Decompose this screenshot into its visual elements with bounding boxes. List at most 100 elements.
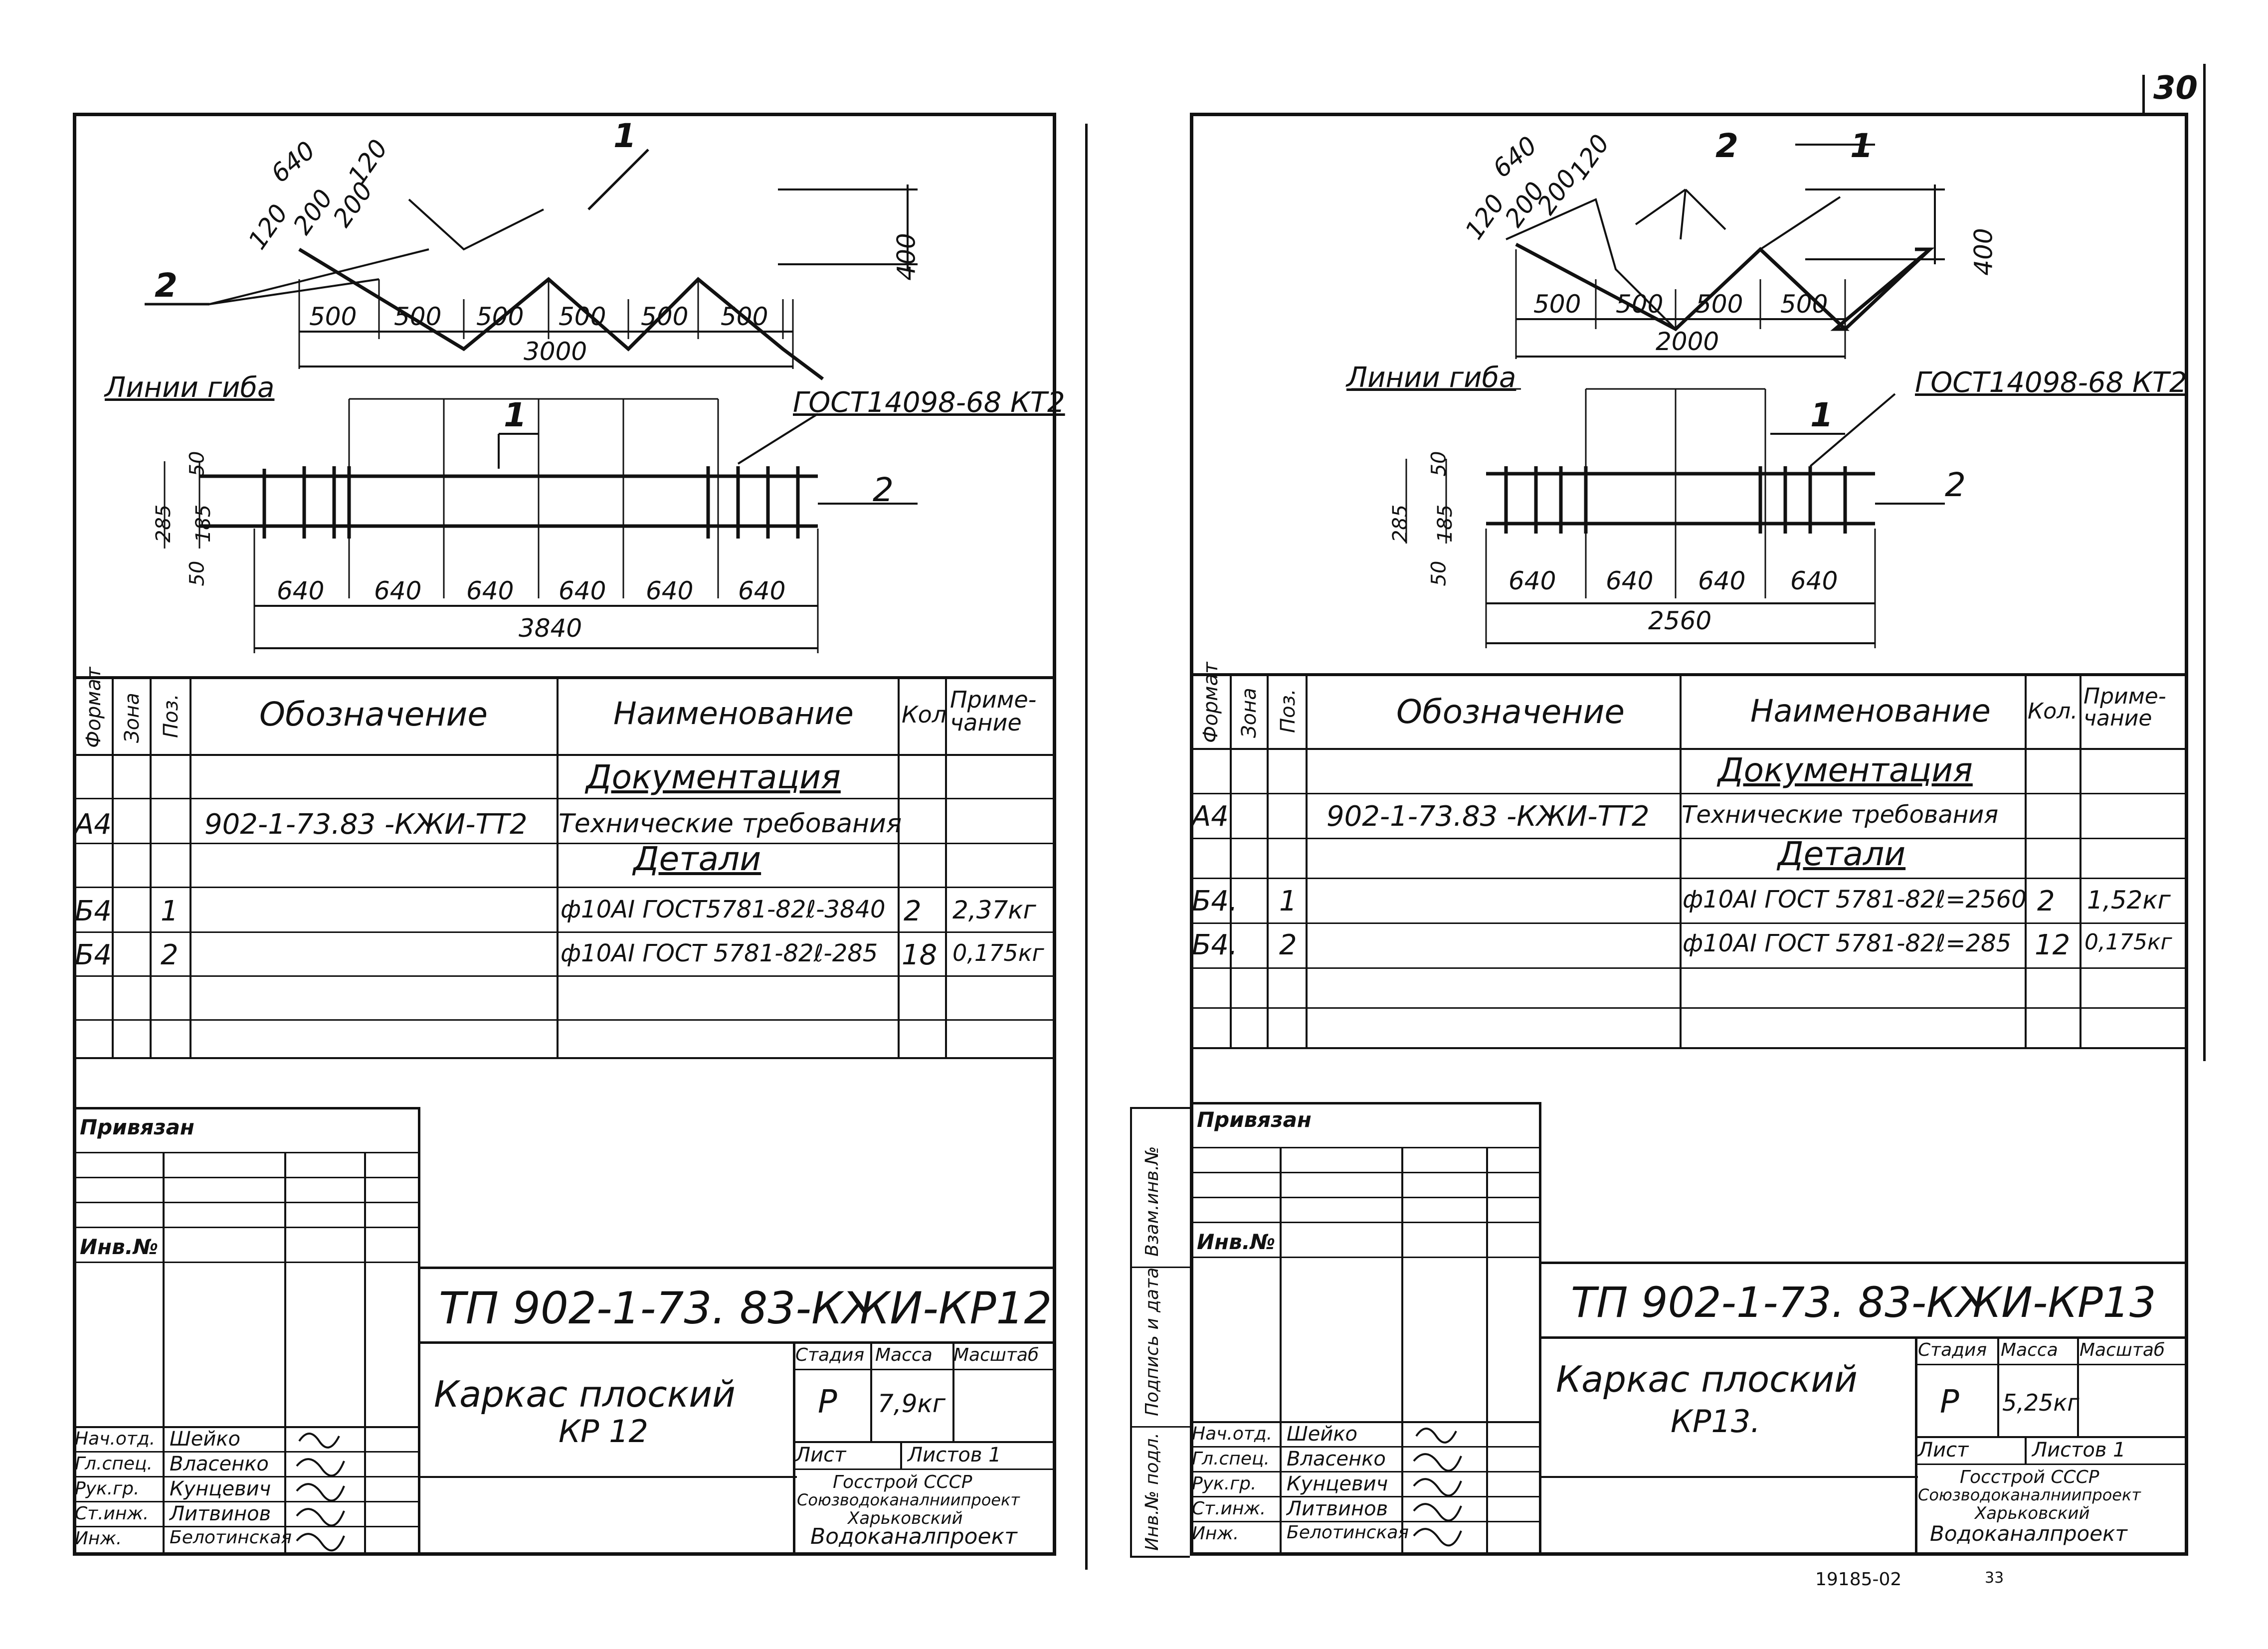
scale-header: Масштаб [953,1345,1039,1365]
role-label: Гл.спец. [75,1454,153,1474]
sheet-label: Лист [795,1444,846,1466]
position-2-label: 2 [1715,127,1738,165]
person-name: Белотинская [1287,1522,1409,1543]
org-line-2: Союзводоканалниипроект [1918,1485,2141,1504]
stage-header: Стадия [1918,1340,1987,1360]
plan-total: 3840 [519,614,582,643]
position-1-label: 1 [1850,127,1873,165]
person-name: Литвинов [170,1502,271,1525]
header-note: Приме-чание [950,686,1037,736]
spacing-label: 500 [1616,290,1664,319]
role-label: Инж. [75,1528,122,1549]
spacing-label: 500 [1696,290,1743,319]
row-designation: 902-1-73.83 -КЖИ-ТТ2 [204,808,528,841]
sheet-label: Лист [1918,1439,1969,1462]
row-format: A4 [75,808,112,841]
inv-no-label: Инв.№ [1197,1230,1276,1254]
plan-spacing: 640 [374,576,422,605]
header-note: Приме-чание [2083,684,2166,731]
bend-lines-label: Линии гиба [1346,362,1516,394]
org-line-1: Госстрой СССР [833,1472,972,1492]
row-note: 0,175кг [952,939,1044,966]
sheet-left-frame [73,113,1056,1556]
plan-spacing: 640 [738,576,786,605]
person-name: Власенко [1287,1448,1386,1470]
section-documentation: Документация [586,758,841,796]
row-name: Технические требования [559,809,902,839]
spacing-label: 500 [1780,290,1828,319]
org-line-3: Харьковский [1975,1503,2090,1523]
privyazan-label: Привязан [80,1115,194,1139]
plan-position-1: 1 [504,396,527,434]
zigzag-elevation-right [1351,144,1945,648]
plan-spacing: 640 [1606,566,1654,595]
row-note: 0,175кг [2084,929,2172,955]
header-qty: Кол. [2028,699,2078,724]
role-label: Гл.спец. [1192,1449,1270,1469]
document-code: ТП 902-1-73. 83-КЖИ-КР13 [1571,1278,2156,1327]
person-name: Литвинов [1287,1497,1388,1520]
spacing-label: 500 [476,302,524,331]
row-format: A4 [1192,800,1229,833]
row-format: Б4. [1192,929,1238,961]
position-2-label: 2 [155,266,178,305]
org-line-2: Союзводоканалниипроект [797,1490,1020,1509]
plan-spacing: 640 [466,576,514,605]
row-qty: 2 [2037,885,2055,917]
spacing-label: 500 [394,302,442,331]
stage-value: Р [818,1384,837,1421]
role-label: Нач.отд. [1192,1424,1273,1444]
section-parts: Детали [1778,835,1906,873]
header-designation: Обозначение [259,695,488,733]
stage-header: Стадия [795,1345,865,1365]
signatures-left [296,1433,345,1552]
section-parts: Детали [633,840,761,878]
header-name: Наименование [613,695,854,732]
plan-total: 2560 [1648,606,1712,635]
row-format: Б4 [75,939,112,971]
mass-header: Масса [875,1345,933,1365]
plan-spacing: 640 [277,576,325,605]
row-pos: 1 [1279,885,1297,917]
row-qty: 18 [902,939,938,971]
spacing-label: 500 [721,302,768,331]
row-format: Б4 [75,895,112,927]
gost-label: ГОСТ14098-68 КТ2 [793,386,1065,419]
person-name: Кунцевич [1287,1472,1388,1495]
document-title: Каркас плоский [434,1373,736,1415]
plan-spacing: 640 [1509,566,1556,595]
mass-value: 7,9кг [878,1389,945,1418]
document-title-2: КР 12 [559,1413,649,1450]
document-title: Каркас плоский [1556,1358,1858,1400]
header-qty: Кол [902,701,947,728]
mass-value: 5,25кг [2002,1389,2079,1416]
sheets-label: Листов 1 [2032,1439,2126,1462]
org-line-3: Харьковский [848,1508,963,1528]
row-name: ф10AI ГОСТ 5781-82ℓ-285 [561,939,878,967]
section-documentation: Документация [1718,751,1973,789]
plan-position-2: 2 [873,471,894,509]
org-line-1: Госстрой СССР [1960,1467,2099,1487]
row-name: Технические требования [1682,801,1999,829]
stage-value: Р [1940,1384,1959,1421]
row-qty: 12 [2035,929,2071,961]
plan-spacing: 640 [646,576,694,605]
privyazan-label: Привязан [1197,1107,1312,1132]
person-name: Шейко [170,1428,241,1451]
header-designation: Обозначение [1396,693,1625,731]
plan-spacing: 640 [559,576,606,605]
role-label: Нач.отд. [75,1429,156,1449]
mass-header: Масса [2001,1340,2058,1360]
person-name: Белотинская [170,1527,292,1548]
row-note: 1,52кг [2087,886,2171,915]
header-name: Наименование [1750,693,1991,729]
zigzag-elevation-left [145,149,918,653]
role-label: Ст.инж. [1192,1498,1266,1519]
spacing-label: 500 [559,302,606,331]
total-length-label: 2000 [1656,327,1719,356]
row-qty: 2 [904,895,922,927]
gost-label: ГОСТ14098-68 КТ2 [1915,366,2187,399]
document-title-2: КР13. [1671,1403,1761,1440]
role-label: Инж. [1192,1523,1239,1544]
row-name: ф10AI ГОСТ 5781-82ℓ=2560 [1683,886,2027,914]
